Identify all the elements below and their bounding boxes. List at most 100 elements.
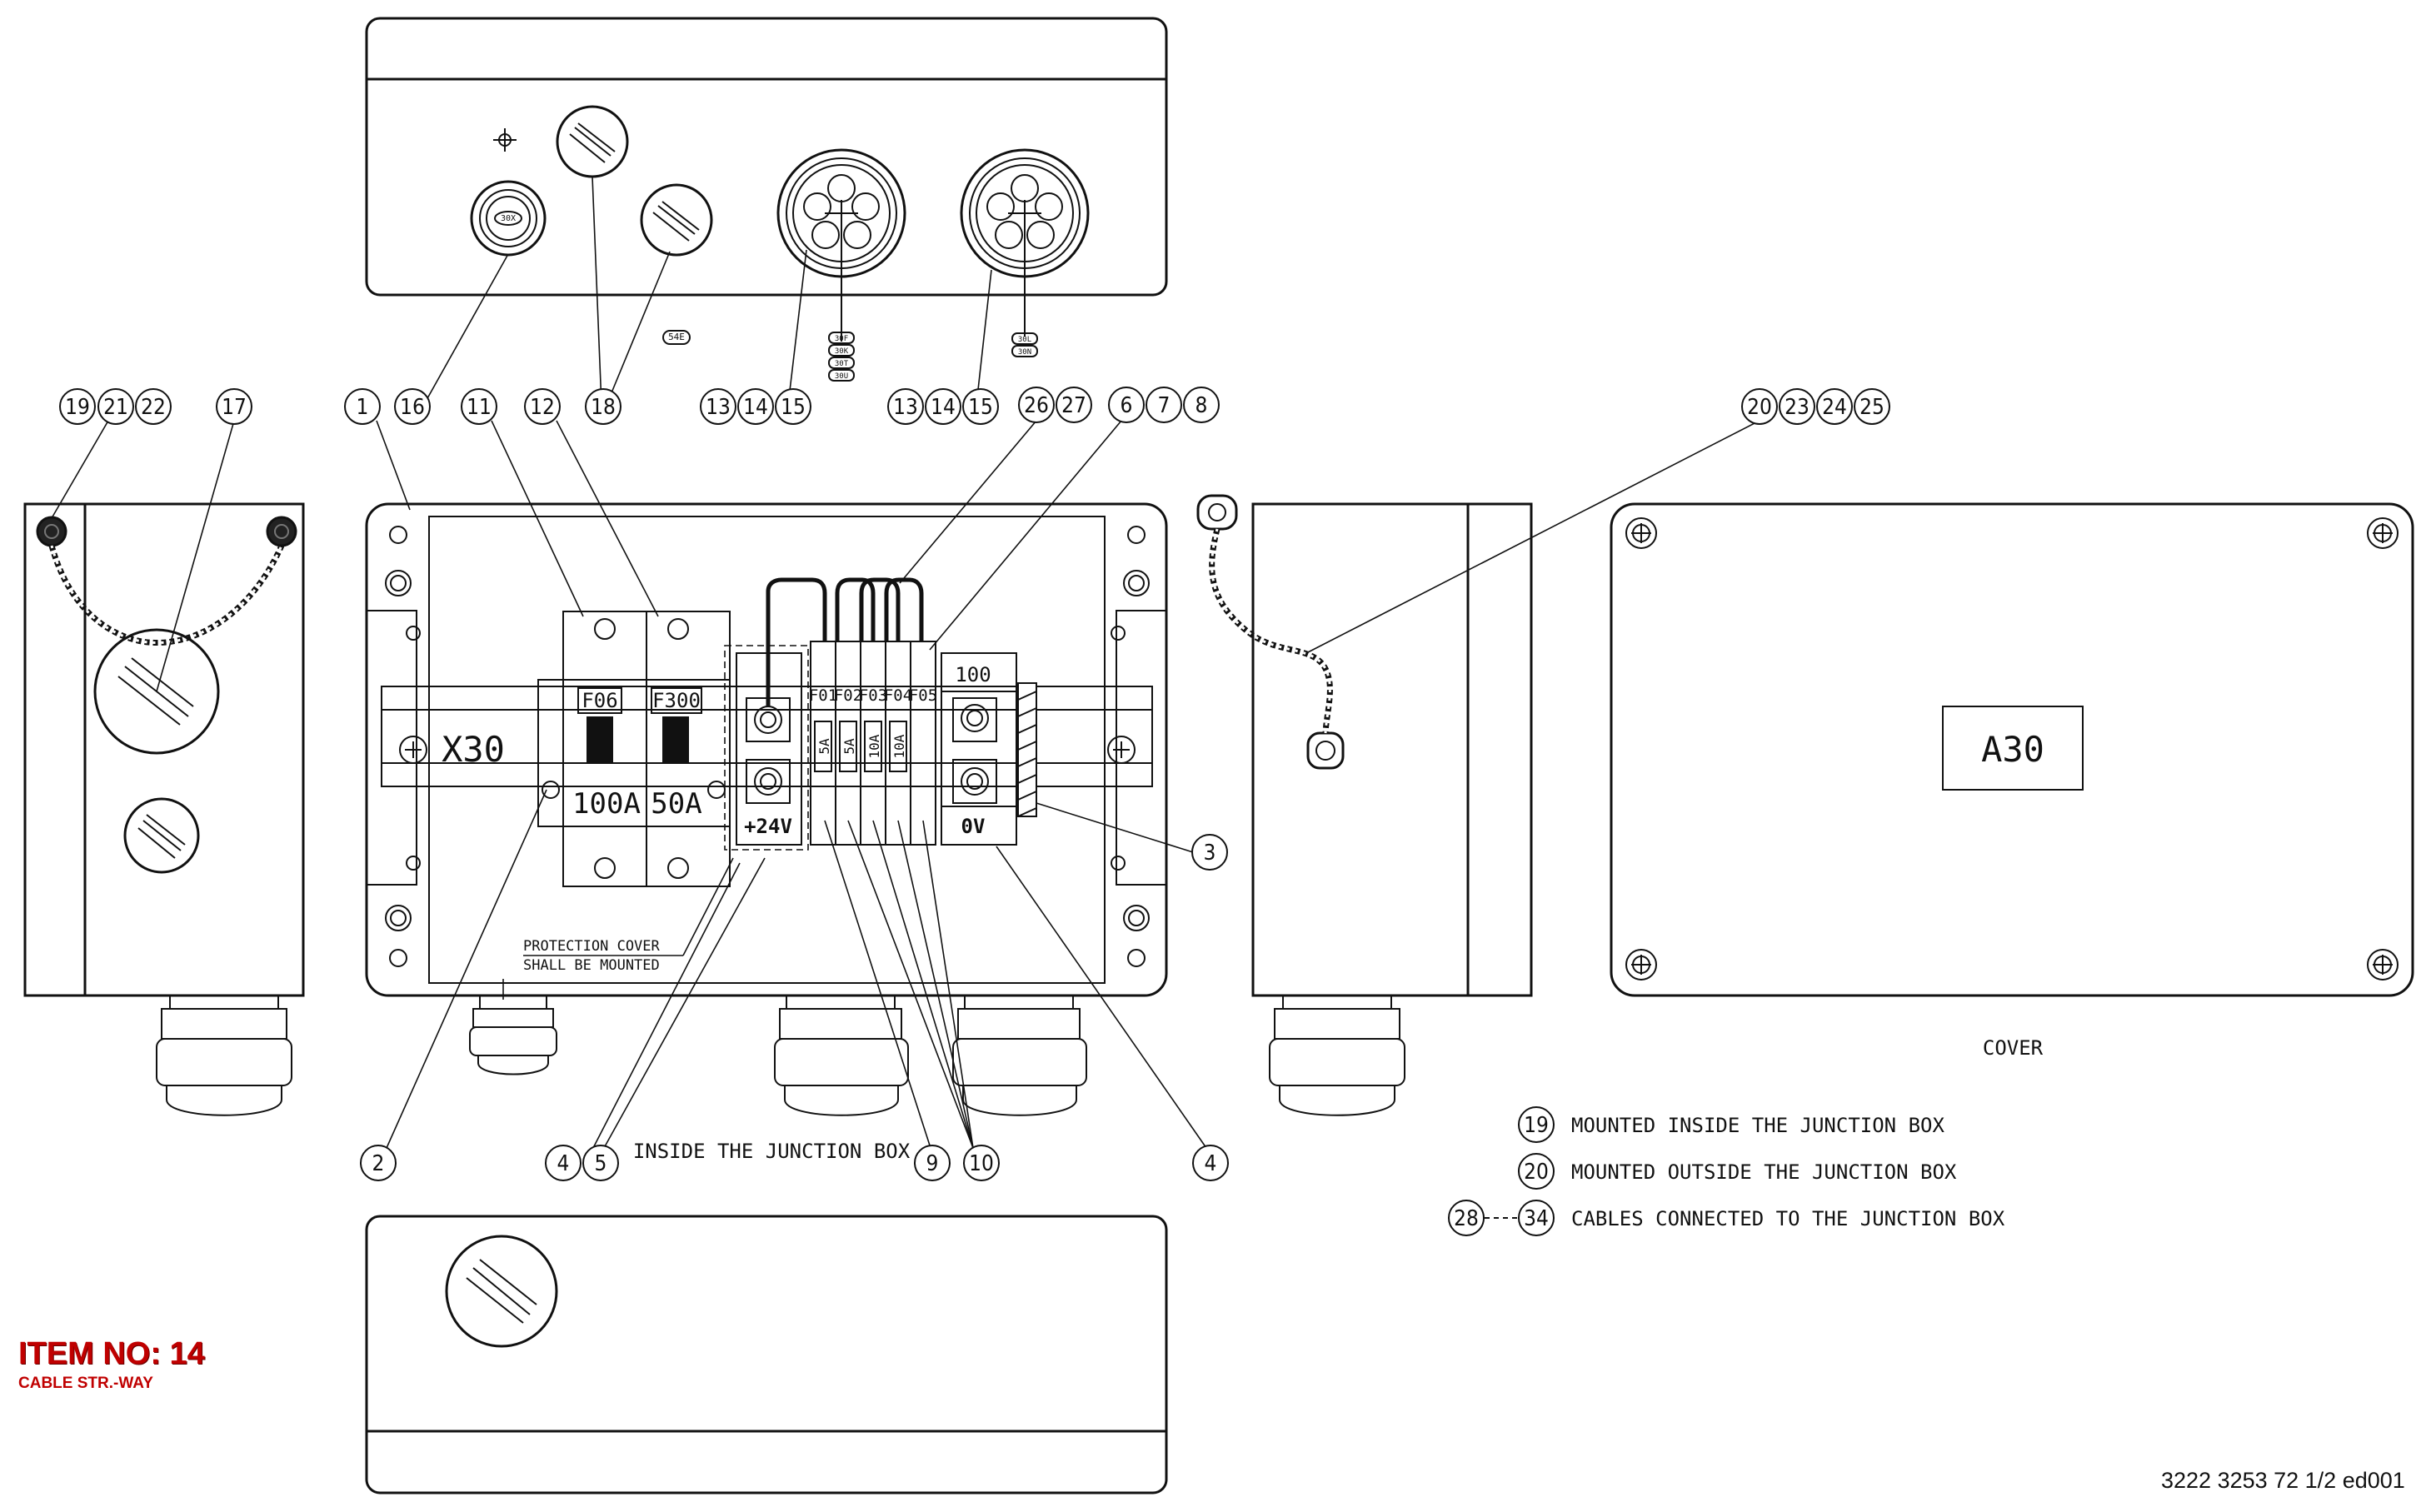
protection-note-line-1: PROTECTION COVER <box>523 938 661 955</box>
svg-text:13: 13 <box>706 395 731 420</box>
blank-plug-icon <box>556 105 629 178</box>
fuse-code: F02 <box>834 686 862 705</box>
balloons-bottom-row: 2 4 5 9 10 4 <box>360 1145 1229 1181</box>
balloon: 19 <box>59 388 96 425</box>
balloon: 26 <box>1018 387 1055 423</box>
svg-text:14: 14 <box>743 395 768 420</box>
inside-view: X30 F06 100A F300 50A <box>365 502 1168 1163</box>
protection-note-line-2: SHALL BE MOUNTED <box>523 957 660 974</box>
svg-text:20: 20 <box>1747 395 1772 420</box>
svg-text:MOUNTED INSIDE THE JUNCTION BO: MOUNTED INSIDE THE JUNCTION BOX <box>1571 1114 1944 1137</box>
balloon: 6 <box>1108 387 1145 423</box>
screw-icon <box>266 516 297 547</box>
balloon: 16 <box>394 388 431 425</box>
side-cable-gland <box>1269 995 1405 1116</box>
svg-text:8: 8 <box>1196 393 1208 418</box>
breaker-2-code: F300 <box>652 689 701 712</box>
balloon: 17 <box>216 388 252 425</box>
side-cable-gland <box>156 995 292 1116</box>
fuse-code: F04 <box>884 686 912 705</box>
gland-1-tag: 30K <box>835 347 849 356</box>
svg-text:15: 15 <box>968 395 993 420</box>
balloon: 21 <box>97 388 134 425</box>
cover-label-plate <box>1942 706 2084 791</box>
gland-2-tag: 30N <box>1018 348 1031 357</box>
terminal-0v: 100 0V <box>941 652 1017 846</box>
svg-text:1: 1 <box>357 395 369 420</box>
svg-text:14: 14 <box>931 395 956 420</box>
small-cable-gland: 30X <box>470 180 547 257</box>
svg-text:20: 20 <box>1524 1160 1549 1185</box>
circuit-breaker-f06: F06 100A <box>537 611 647 887</box>
svg-text:10: 10 <box>969 1151 994 1176</box>
item-number: ITEM NO: 14 <box>18 1336 205 1371</box>
top-view: 30X 54E <box>365 17 1168 382</box>
svg-text:6: 6 <box>1121 393 1133 418</box>
terminal-100-label: 100 <box>955 663 991 686</box>
svg-text:7: 7 <box>1158 393 1171 418</box>
cover-screw-icon <box>1625 517 1657 549</box>
fuse-code: F03 <box>859 686 887 705</box>
earth-wire <box>1209 528 1333 734</box>
balloons-top-row: 19 21 22 17 1 16 11 12 18 13 14 15 13 14… <box>59 387 1890 425</box>
blank-plug-icon <box>445 1235 558 1348</box>
balloon: 24 <box>1816 388 1853 425</box>
fuse-code: F05 <box>909 686 937 705</box>
balloon: 8 <box>1183 387 1220 423</box>
bottom-cable-gland-1 <box>774 995 909 1116</box>
balloon: 13 <box>887 388 924 425</box>
cover-caption: COVER <box>1983 1036 2044 1060</box>
svg-text:11: 11 <box>467 395 492 420</box>
balloon: 4 <box>1192 1145 1229 1181</box>
svg-text:9: 9 <box>926 1151 939 1176</box>
balloon: 14 <box>737 388 774 425</box>
balloon: 11 <box>461 388 497 425</box>
svg-text:13: 13 <box>893 395 918 420</box>
svg-text:28: 28 <box>1454 1206 1479 1231</box>
leader-lines <box>51 176 1760 1149</box>
gland-2-tags: 30L 30N <box>1011 332 1038 357</box>
cover-view: A30 COVER <box>1610 502 2414 1060</box>
svg-text:19: 19 <box>1524 1113 1549 1138</box>
inside-caption: INSIDE THE JUNCTION BOX <box>633 1140 911 1163</box>
balloon: 20 <box>1741 388 1778 425</box>
terminal-0v-label: 0V <box>961 815 986 838</box>
svg-text:CABLES CONNECTED TO THE JUNCTI: CABLES CONNECTED TO THE JUNCTION BOX <box>1571 1207 2005 1230</box>
svg-text:22: 22 <box>141 395 166 420</box>
balloon: 1 <box>344 388 381 425</box>
cover-screw-icon <box>1625 949 1657 981</box>
balloon: 5 <box>582 1145 619 1181</box>
breaker-1-rating: 100A <box>572 787 641 821</box>
circuit-breaker-f300: F300 50A <box>646 611 731 887</box>
svg-text:21: 21 <box>103 395 128 420</box>
tag-54e: 54E <box>668 332 685 342</box>
balloon: 23 <box>1779 388 1815 425</box>
svg-text:4: 4 <box>1205 1151 1217 1176</box>
fuse-rating: 10A <box>891 734 907 758</box>
multi-cable-gland-2 <box>960 148 1090 337</box>
balloon: 13 <box>700 388 736 425</box>
svg-text:3: 3 <box>1204 841 1216 866</box>
balloon: 7 <box>1146 387 1182 423</box>
svg-text:18: 18 <box>591 395 616 420</box>
svg-text:5: 5 <box>595 1151 607 1176</box>
bottom-cable-gland-small <box>469 995 557 1075</box>
fuse-rating: 10A <box>866 734 882 758</box>
legend-row-inside: 19 MOUNTED INSIDE THE JUNCTION BOX <box>1518 1106 1944 1143</box>
svg-text:34: 34 <box>1524 1206 1549 1231</box>
crosshair-icon <box>493 128 517 152</box>
gland-1-tag: 30U <box>835 372 848 381</box>
svg-text:15: 15 <box>781 395 806 420</box>
svg-text:17: 17 <box>222 395 247 420</box>
balloon: 25 <box>1854 388 1890 425</box>
balloon: 10 <box>963 1145 1000 1181</box>
earth-lug-icon <box>1196 494 1345 770</box>
item-subtitle: CABLE STR.-WAY <box>18 1375 153 1392</box>
breaker-1-code: F06 <box>582 689 617 712</box>
svg-text:19: 19 <box>65 395 90 420</box>
cover-screw-icon <box>2367 949 2399 981</box>
multi-cable-gland-1 <box>776 148 906 342</box>
balloon: 15 <box>962 388 999 425</box>
right-side-view <box>1196 494 1533 1116</box>
